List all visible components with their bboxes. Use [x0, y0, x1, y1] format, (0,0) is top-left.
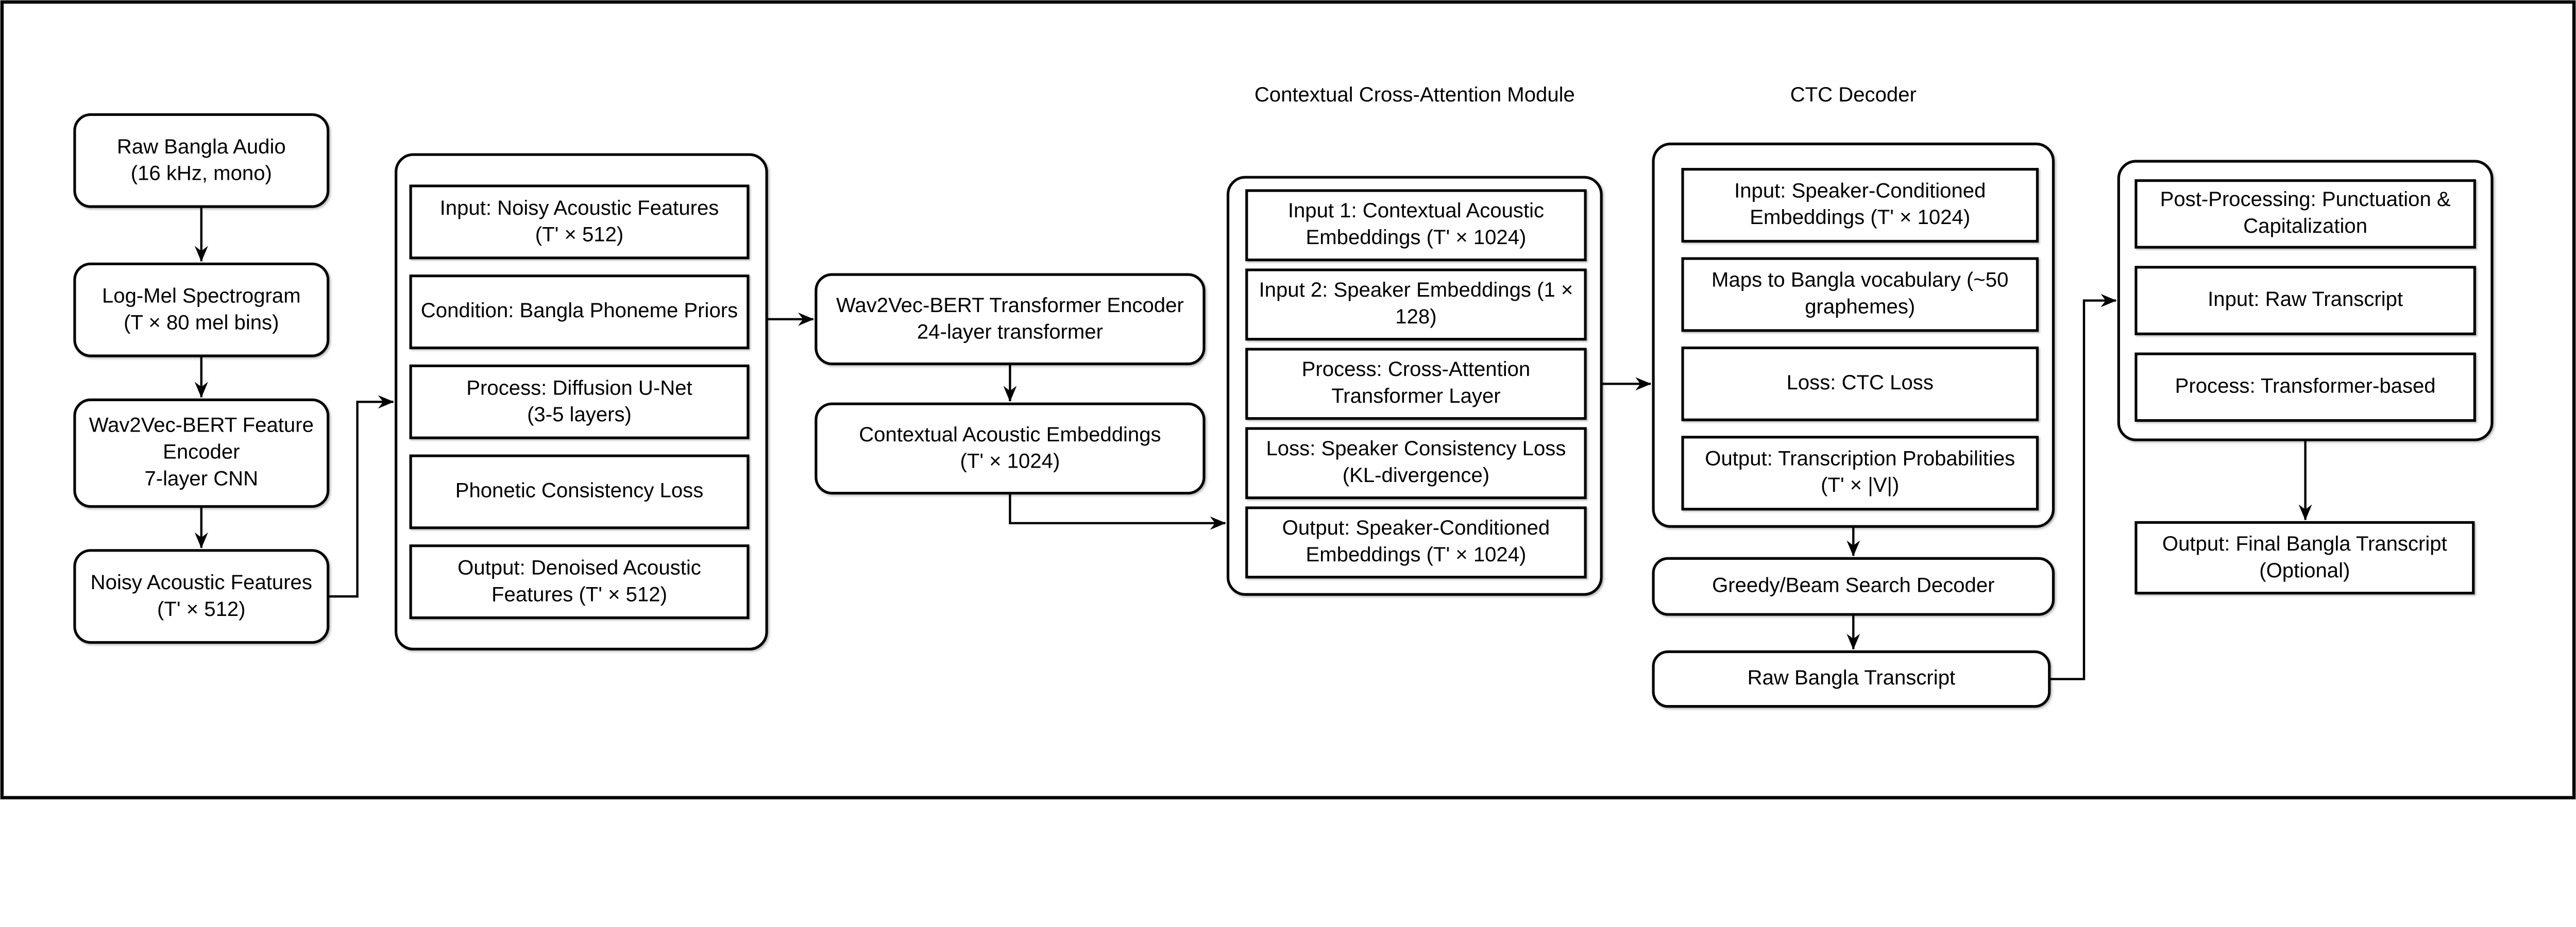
- cross-attention-loss-box: [1245, 427, 1587, 500]
- node-noisy-features-label: (T' × 512): [157, 598, 246, 621]
- node-log-mel-label: (T × 80 mel bins): [124, 311, 279, 334]
- ctc-output-label: Output: Transcription Probabilities: [1705, 447, 2015, 470]
- input-stage-column: Raw Bangla Audio (16 kHz, mono) Log-Mel …: [73, 113, 330, 644]
- diffusion-process-label: Process: Diffusion U-Net: [466, 376, 692, 399]
- flow-arrows: [194, 207, 2312, 680]
- diffusion-output-box: [409, 544, 750, 620]
- diffusion-denoiser-module: Input: Noisy Acoustic Features (T' × 512…: [395, 153, 768, 650]
- diffusion-loss-box: [409, 454, 750, 529]
- post-processing-punctuation-box: [2134, 179, 2476, 249]
- post-processing-input-box: [2134, 266, 2476, 335]
- ctc-vocabulary-box: [1681, 257, 2039, 332]
- node-log-mel-label: Log-Mel Spectrogram: [102, 285, 301, 307]
- arrow-raw-transcript-to-post-processing: [2049, 294, 2117, 680]
- diffusion-input-label: (T' × 512): [535, 224, 624, 246]
- diffusion-condition-label: Condition: Bangla Phoneme Priors: [421, 299, 738, 322]
- ctc-decoder-module: CTC Decoder Input: Speaker-Conditioned E…: [1652, 83, 2055, 528]
- node-final-transcript: [2134, 521, 2475, 595]
- post-processing-input-label: Input: Raw Transcript: [2208, 288, 2403, 311]
- diffusion-output-label: Output: Denoised Acoustic: [457, 557, 701, 579]
- ctc-decoder-title: CTC Decoder: [1790, 83, 1917, 106]
- cross-attention-output-box: [1245, 506, 1587, 579]
- node-transformer-encoder: [815, 273, 1206, 366]
- node-final-transcript-label: (Optional): [2259, 559, 2350, 582]
- node-contextual-embeddings-label: Contextual Acoustic Embeddings: [859, 423, 1161, 446]
- node-noisy-features-label: Noisy Acoustic Features: [91, 571, 312, 594]
- diffusion-input-label: Input: Noisy Acoustic Features: [440, 197, 719, 219]
- node-transformer-encoder-label: Wav2Vec-BERT Transformer Encoder: [836, 294, 1184, 317]
- cross-attention-loss-label: Loss: Speaker Consistency Loss: [1266, 437, 1566, 460]
- node-log-mel-spectrogram: [73, 262, 330, 357]
- transformer-encoder-stage: Wav2Vec-BERT Transformer Encoder 24-laye…: [815, 273, 1206, 495]
- node-feature-encoder-label: Encoder: [163, 441, 240, 464]
- node-raw-bangla-audio: [73, 113, 330, 208]
- node-feature-encoder-label: 7-layer CNN: [144, 467, 258, 490]
- node-contextual-embeddings: [815, 402, 1206, 495]
- node-final-transcript-label: Output: Final Bangla Transcript: [2162, 533, 2447, 555]
- cross-attention-input1-box: [1245, 189, 1587, 262]
- cross-attention-output-label: Output: Speaker-Conditioned: [1282, 517, 1550, 539]
- cross-attention-input1-label: Embeddings (T' × 1024): [1306, 226, 1526, 249]
- diffusion-condition-box: [409, 274, 750, 350]
- diffusion-loss-label: Phonetic Consistency Loss: [455, 479, 704, 502]
- ctc-loss-label: Loss: CTC Loss: [1787, 371, 1934, 394]
- cross-attention-input2-label: Input 2: Speaker Embeddings (1 ×: [1259, 279, 1573, 301]
- diffusion-process-label: (3-5 layers): [527, 403, 632, 426]
- cross-attention-module-title: Contextual Cross-Attention Module: [1255, 83, 1575, 106]
- final-output-stage: Output: Final Bangla Transcript (Optiona…: [2134, 521, 2475, 595]
- ctc-input-label: Embeddings (T' × 1024): [1750, 206, 1970, 229]
- node-greedy-beam-label: Greedy/Beam Search Decoder: [1712, 574, 1994, 596]
- cross-attention-process-label: Transformer Layer: [1331, 385, 1500, 407]
- node-raw-transcript-label: Raw Bangla Transcript: [1748, 666, 1956, 689]
- cross-attention-process-label: Process: Cross-Attention: [1302, 358, 1531, 381]
- ctc-output-label: (T' × |V|): [1821, 474, 1899, 496]
- ctc-input-box: [1681, 168, 2039, 243]
- post-processing-process-box: [2134, 352, 2476, 422]
- ctc-vocabulary-label: graphemes): [1805, 295, 1915, 318]
- post-processing-module: Post-Processing: Punctuation & Capitaliz…: [2117, 160, 2494, 441]
- arrow-embeddings-to-cross-attention: [1009, 493, 1226, 530]
- diffusion-output-label: Features (T' × 512): [492, 583, 667, 606]
- cross-attention-process-box: [1245, 348, 1587, 420]
- node-raw-bangla-audio-label: (16 kHz, mono): [131, 162, 272, 185]
- node-transformer-encoder-label: 24-layer transformer: [917, 321, 1103, 344]
- node-noisy-features: [73, 549, 330, 644]
- cross-attention-input2-box: [1245, 268, 1587, 341]
- asr-pipeline-diagram: Raw Bangla Audio (16 kHz, mono) Log-Mel …: [0, 0, 2576, 800]
- image-border-frame: [0, 0, 2576, 800]
- cross-attention-loss-label: (KL-divergence): [1343, 464, 1489, 487]
- ctc-vocabulary-label: Maps to Bangla vocabulary (~50: [1711, 269, 2008, 291]
- cross-attention-input1-label: Input 1: Contextual Acoustic: [1288, 199, 1544, 222]
- arrow-noisy-to-diffusion-module: [328, 395, 394, 598]
- node-contextual-embeddings-label: (T' × 1024): [960, 450, 1060, 473]
- diffusion-process-box: [409, 364, 750, 439]
- ctc-input-label: Input: Speaker-Conditioned: [1734, 179, 1986, 202]
- ctc-loss-box: [1681, 346, 2039, 421]
- cross-attention-output-label: Embeddings (T' × 1024): [1306, 543, 1526, 566]
- node-feature-encoder-label: Wav2Vec-BERT Feature: [89, 414, 314, 437]
- ctc-output-box: [1681, 436, 2039, 511]
- post-processing-punctuation-label: Capitalization: [2243, 215, 2367, 237]
- post-processing-punctuation-label: Post-Processing: Punctuation &: [2160, 188, 2451, 211]
- decoding-stage: Greedy/Beam Search Decoder Raw Bangla Tr…: [1652, 557, 2055, 708]
- post-processing-process-label: Process: Transformer-based: [2175, 374, 2436, 397]
- cross-attention-module: Contextual Cross-Attention Module Input …: [1226, 83, 1603, 596]
- diagram-canvas: Raw Bangla Audio (16 kHz, mono) Log-Mel …: [0, 0, 2576, 800]
- cross-attention-input2-label: 128): [1395, 305, 1436, 328]
- diffusion-input-box: [409, 184, 750, 260]
- node-raw-bangla-audio-label: Raw Bangla Audio: [117, 135, 286, 158]
